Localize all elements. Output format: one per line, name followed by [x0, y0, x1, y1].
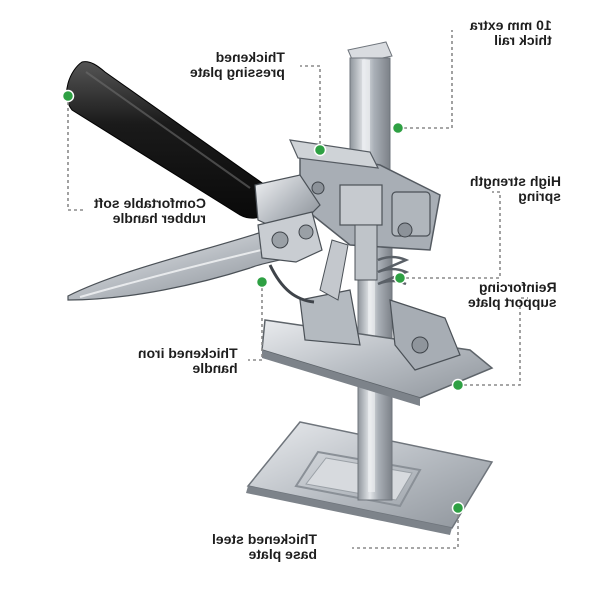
dot-spring: [393, 271, 407, 285]
mechanism-block: [289, 139, 441, 286]
leader-lines: [67, 30, 528, 549]
label-press-line2: pressing plate: [190, 64, 285, 80]
leader-rail: [398, 30, 453, 129]
label-base-line1: Thickened steel: [212, 531, 318, 547]
label-handle: Comfortable soft rubber handle: [94, 195, 206, 226]
leader-support: [458, 297, 528, 386]
label-iron-line1: Thickened iron: [138, 345, 238, 361]
leader-base: [352, 508, 459, 549]
label-spring: High strength spring: [470, 173, 561, 204]
dot-base: [451, 501, 465, 515]
leader-handle: [67, 96, 84, 211]
dot-rail: [391, 121, 405, 135]
label-handle-line1: Comfortable soft: [94, 195, 206, 211]
dot-iron: [255, 275, 269, 289]
leader-spring: [400, 191, 501, 279]
lower-handle: [67, 211, 323, 304]
label-support-line2: support plate: [468, 294, 557, 310]
label-spring-line2: spring: [518, 188, 561, 204]
label-spring-line1: High strength: [470, 173, 561, 189]
label-rail: 10 mm extra thick rail: [470, 17, 552, 48]
leader-press: [300, 65, 321, 150]
label-handle-line2: rubber handle: [112, 210, 206, 226]
label-support-line1: Reinforcing: [478, 279, 557, 295]
label-rail-line1: 10 mm extra: [470, 17, 552, 33]
label-base-line2: base plate: [248, 546, 318, 562]
dot-support: [451, 378, 465, 392]
label-support: Reinforcing support plate: [468, 279, 557, 310]
leader-iron: [248, 282, 263, 361]
label-iron: Thickened iron handle: [138, 345, 238, 376]
dot-handle: [61, 89, 75, 103]
label-rail-line2: thick rail: [494, 32, 552, 48]
callout-dots: [61, 89, 465, 515]
label-press-line1: Thickened: [215, 49, 285, 65]
label-press: Thickened pressing plate: [190, 49, 285, 80]
dot-press: [313, 143, 327, 157]
label-iron-line2: handle: [192, 360, 238, 376]
label-base: Thickened steel base plate: [212, 531, 318, 562]
